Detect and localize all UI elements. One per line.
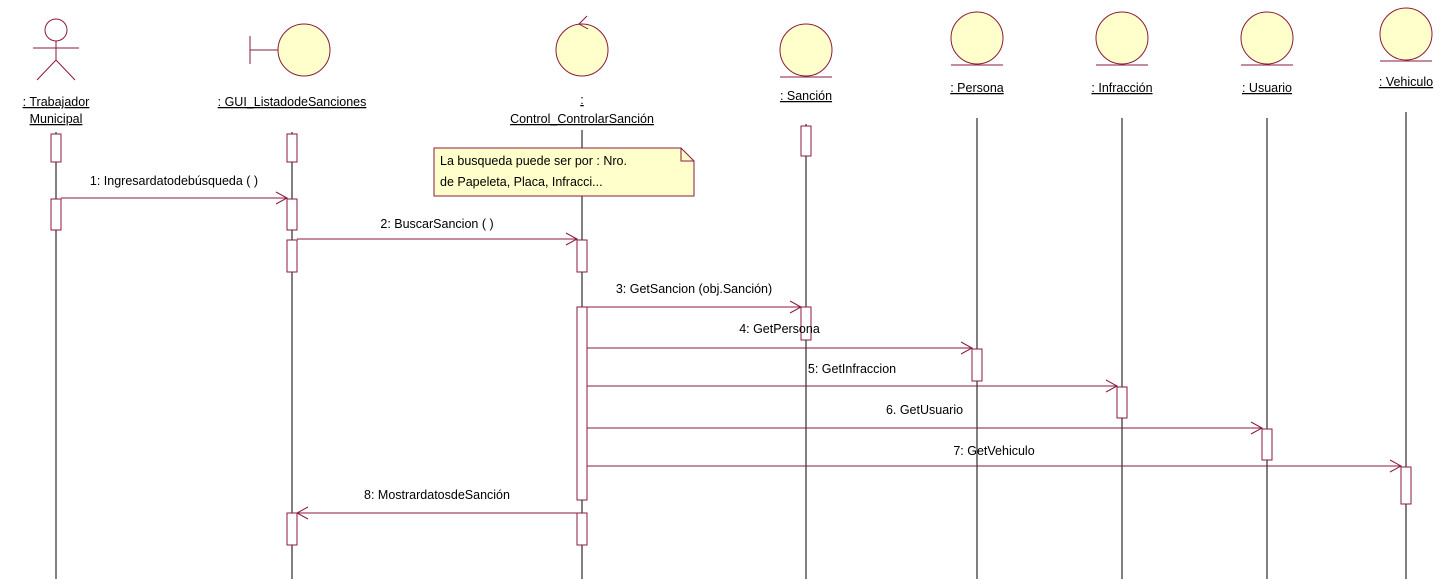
activation-gui bbox=[286, 239, 298, 273]
entity-icon bbox=[1240, 11, 1294, 65]
arrowhead-icon bbox=[565, 232, 579, 246]
activation-actor bbox=[50, 133, 62, 163]
arrowhead-icon bbox=[1105, 379, 1119, 393]
entity-icon bbox=[1379, 7, 1433, 61]
object-label-persona: : Persona bbox=[950, 81, 1004, 95]
message-1: 1: Ingresardatodebúsqueda ( ) bbox=[61, 174, 289, 205]
activation-usuario bbox=[1261, 428, 1273, 461]
activation-gui bbox=[286, 198, 298, 231]
message-3: 3: GetSancion (obj.Sanción) bbox=[587, 282, 803, 314]
message-label: 6. GetUsuario bbox=[886, 403, 963, 417]
arrowhead-icon bbox=[295, 506, 309, 520]
arrowhead-icon bbox=[789, 300, 803, 314]
activation-infraccion bbox=[1116, 386, 1128, 419]
message-label: 1: Ingresardatodebúsqueda ( ) bbox=[90, 174, 258, 188]
object-vehiculo: : Vehiculo bbox=[1379, 7, 1433, 89]
object-label-gui: : GUI_ListadodeSanciones bbox=[218, 95, 367, 109]
object-label-vehiculo: : Vehiculo bbox=[1379, 75, 1433, 89]
entity-icon bbox=[779, 23, 833, 77]
arrowhead-icon bbox=[275, 191, 289, 205]
object-control: : Control_ControlarSanción bbox=[510, 15, 654, 126]
message-6: 6. GetUsuario bbox=[587, 403, 1264, 435]
note: La busqueda puede ser por : Nro. de Pape… bbox=[433, 147, 695, 197]
entity-icon bbox=[1095, 11, 1149, 65]
activation-sancion bbox=[800, 306, 812, 341]
message-label: 4: GetPersona bbox=[739, 322, 820, 336]
activations bbox=[50, 125, 1412, 546]
arrowhead-icon bbox=[1389, 459, 1403, 473]
message-7: 7: GetVehiculo bbox=[587, 444, 1403, 473]
activation-actor bbox=[50, 198, 62, 231]
message-label: 2: BuscarSancion ( ) bbox=[380, 217, 493, 231]
object-label-control: Control_ControlarSanción bbox=[510, 112, 654, 126]
arrowhead-icon bbox=[1250, 421, 1264, 435]
object-persona: : Persona bbox=[950, 11, 1004, 95]
message-label: 5: GetInfraccion bbox=[808, 362, 896, 376]
note-fold-icon bbox=[680, 148, 694, 162]
entity-icon bbox=[950, 11, 1004, 65]
note-box bbox=[433, 147, 695, 197]
object-label-actor: : Trabajador bbox=[23, 95, 90, 109]
boundary-icon bbox=[249, 23, 331, 77]
activation-control bbox=[576, 306, 588, 501]
messages: 1: Ingresardatodebúsqueda ( ) 2: BuscarSa… bbox=[61, 174, 1403, 520]
message-5: 5: GetInfraccion bbox=[587, 362, 1119, 393]
activation-sancion bbox=[800, 125, 812, 157]
message-8: 8: MostrardatosdeSanción bbox=[295, 488, 577, 520]
object-label-sancion: : Sanción bbox=[780, 89, 832, 103]
message-4: 4: GetPersona bbox=[587, 322, 974, 355]
object-label-usuario: : Usuario bbox=[1242, 81, 1292, 95]
activation-gui bbox=[286, 133, 298, 163]
lifelines bbox=[55, 112, 1407, 579]
arrowhead-icon bbox=[960, 341, 974, 355]
object-label-actor: Municipal bbox=[30, 112, 83, 126]
object-usuario: : Usuario bbox=[1240, 11, 1294, 95]
message-label: 8: MostrardatosdeSanción bbox=[364, 488, 510, 502]
actor-icon bbox=[33, 18, 79, 81]
object-label-infraccion: : Infracción bbox=[1091, 81, 1152, 95]
activation-control bbox=[576, 512, 588, 546]
note-text-line-2: de Papeleta, Placa, Infracci... bbox=[440, 175, 603, 189]
object-sancion: : Sanción bbox=[779, 23, 833, 103]
activation-control bbox=[576, 239, 588, 273]
message-label: 3: GetSancion (obj.Sanción) bbox=[616, 282, 772, 296]
object-label-control: : bbox=[580, 93, 583, 107]
activation-vehiculo bbox=[1400, 466, 1412, 505]
control-icon bbox=[555, 15, 609, 77]
object-gui: : GUI_ListadodeSanciones bbox=[218, 23, 367, 109]
object-infraccion: : Infracción bbox=[1091, 11, 1153, 95]
message-label: 7: GetVehiculo bbox=[953, 444, 1034, 458]
activation-persona bbox=[971, 348, 983, 382]
activation-gui bbox=[286, 512, 298, 546]
message-2: 2: BuscarSancion ( ) bbox=[297, 217, 579, 246]
note-text-line-1: La busqueda puede ser por : Nro. bbox=[440, 154, 627, 168]
